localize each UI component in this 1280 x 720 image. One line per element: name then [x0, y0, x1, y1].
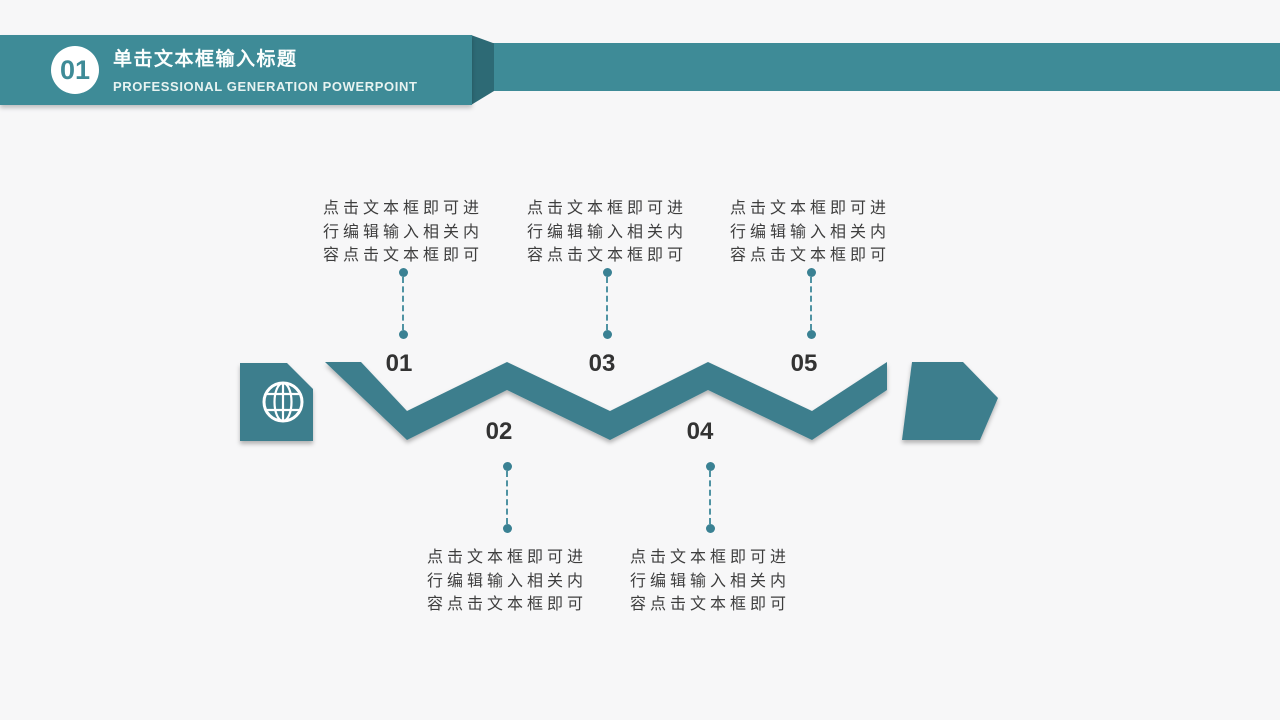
header-band	[478, 43, 1280, 91]
step-number-4: 04	[686, 418, 714, 445]
step-text-line: 行编辑输入相关内	[322, 223, 483, 241]
connector-dot	[602, 330, 612, 339]
header-ribbon-fold	[471, 35, 494, 105]
connector-dot	[806, 268, 816, 277]
connector-line	[810, 277, 812, 330]
step-text-4[interactable]: 点击文本框即可进 行编辑输入相关内 容点击文本框即可	[625, 546, 795, 617]
connector-5	[806, 268, 816, 339]
step-text-5[interactable]: 点击文本框即可进 行编辑输入相关内 容点击文本框即可	[725, 197, 895, 268]
step-text-3[interactable]: 点击文本框即可进 行编辑输入相关内 容点击文本框即可	[522, 197, 692, 268]
step-number-1: 01	[385, 350, 413, 377]
chapter-badge-number: 01	[59, 54, 91, 85]
step-text-line: 容点击文本框即可	[629, 596, 790, 613]
connector-1	[398, 268, 408, 339]
slide-title[interactable]: 单击文本框输入标题	[113, 49, 298, 70]
connector-dot	[502, 462, 512, 471]
step-number-5: 05	[790, 350, 818, 377]
connector-dot	[806, 330, 816, 339]
connector-dot	[398, 330, 408, 339]
step-text-2[interactable]: 点击文本框即可进 行编辑输入相关内 容点击文本框即可	[422, 546, 592, 617]
connector-line	[709, 471, 711, 524]
arrow-flag-shape	[902, 362, 998, 440]
step-text-line: 容点击文本框即可	[322, 247, 483, 264]
step-text-line: 点击文本框即可进	[526, 200, 687, 217]
slide-subtitle[interactable]: PROFESSIONAL GENERATION POWERPOINT	[113, 79, 418, 94]
connector-line	[402, 277, 404, 330]
zigzag-band	[325, 362, 887, 440]
step-number-3: 03	[588, 350, 616, 377]
connector-dot	[502, 524, 512, 533]
step-text-line: 行编辑输入相关内	[526, 223, 687, 241]
connector-line	[606, 277, 608, 330]
step-text-line: 行编辑输入相关内	[426, 572, 587, 590]
connector-dot	[705, 524, 715, 533]
globe-flag-shape	[240, 363, 313, 441]
step-text-line: 点击文本框即可进	[729, 200, 890, 217]
step-text-line: 行编辑输入相关内	[629, 572, 790, 590]
connector-3	[602, 268, 612, 339]
step-text-line: 点击文本框即可进	[322, 200, 483, 217]
step-number-2: 02	[485, 418, 513, 445]
connector-4	[705, 462, 715, 533]
step-text-line: 容点击文本框即可	[426, 596, 587, 613]
chapter-badge: 01	[51, 46, 99, 94]
step-text-line: 点击文本框即可进	[629, 549, 790, 566]
step-text-line: 容点击文本框即可	[526, 247, 687, 264]
globe-icon	[262, 381, 304, 423]
connector-dot	[398, 268, 408, 277]
connector-2	[502, 462, 512, 533]
step-text-line: 点击文本框即可进	[426, 549, 587, 566]
connector-dot	[705, 462, 715, 471]
connector-line	[506, 471, 508, 524]
step-text-1[interactable]: 点击文本框即可进 行编辑输入相关内 容点击文本框即可	[318, 197, 488, 268]
step-text-line: 行编辑输入相关内	[729, 223, 890, 241]
step-text-line: 容点击文本框即可	[729, 247, 890, 264]
connector-dot	[602, 268, 612, 277]
